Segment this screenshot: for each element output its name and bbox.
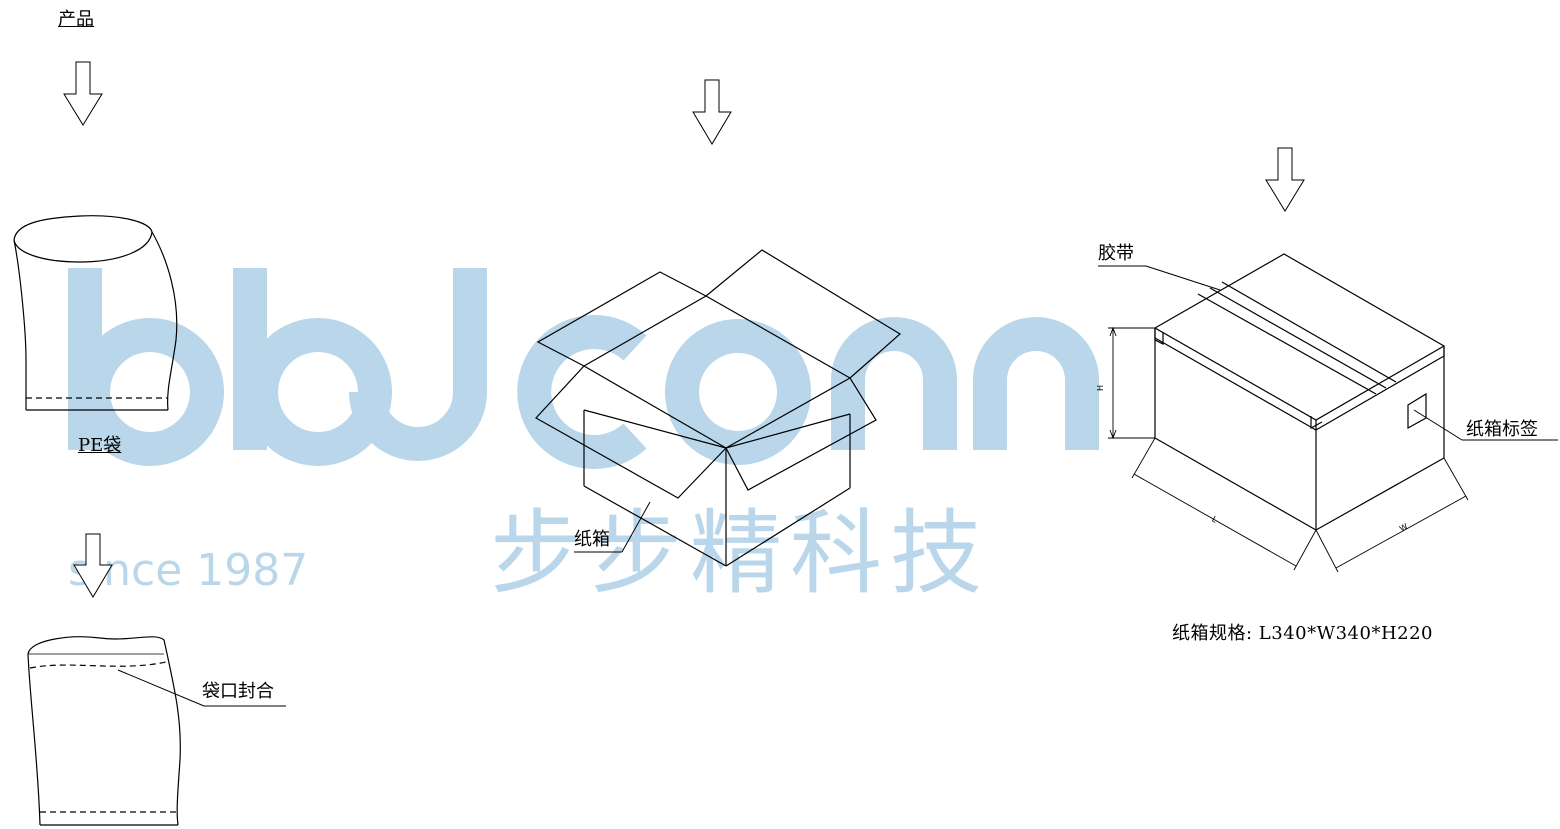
carton-label-tag-label: 纸箱标签 (1466, 419, 1538, 440)
bag-seal-label: 袋口封合 (202, 681, 274, 702)
sealed-carton (1098, 253, 1558, 531)
watermark-logo (68, 268, 1099, 469)
watermark: since 1987 步步精科技 (68, 268, 1099, 607)
dim-height-label: H (1096, 384, 1106, 392)
product-label: 产品 (58, 9, 94, 30)
flow-arrows (63, 61, 1305, 598)
carton-spec-text: 纸箱规格: L340*W340*H220 (1172, 623, 1434, 644)
carton-label: 纸箱 (574, 529, 610, 550)
down-arrow-icon (73, 533, 113, 598)
pe-bag-sealed (27, 636, 181, 826)
pe-bag-label: PE袋 (78, 435, 122, 456)
down-arrow-icon (63, 61, 103, 126)
pe-bag-open (13, 215, 178, 411)
tape-label: 胶带 (1098, 243, 1134, 264)
down-arrow-icon (692, 79, 732, 145)
dimension-lines (1108, 326, 1469, 573)
open-carton (535, 249, 902, 567)
down-arrow-icon (1265, 147, 1305, 212)
watermark-company: 步步精科技 (490, 500, 990, 607)
